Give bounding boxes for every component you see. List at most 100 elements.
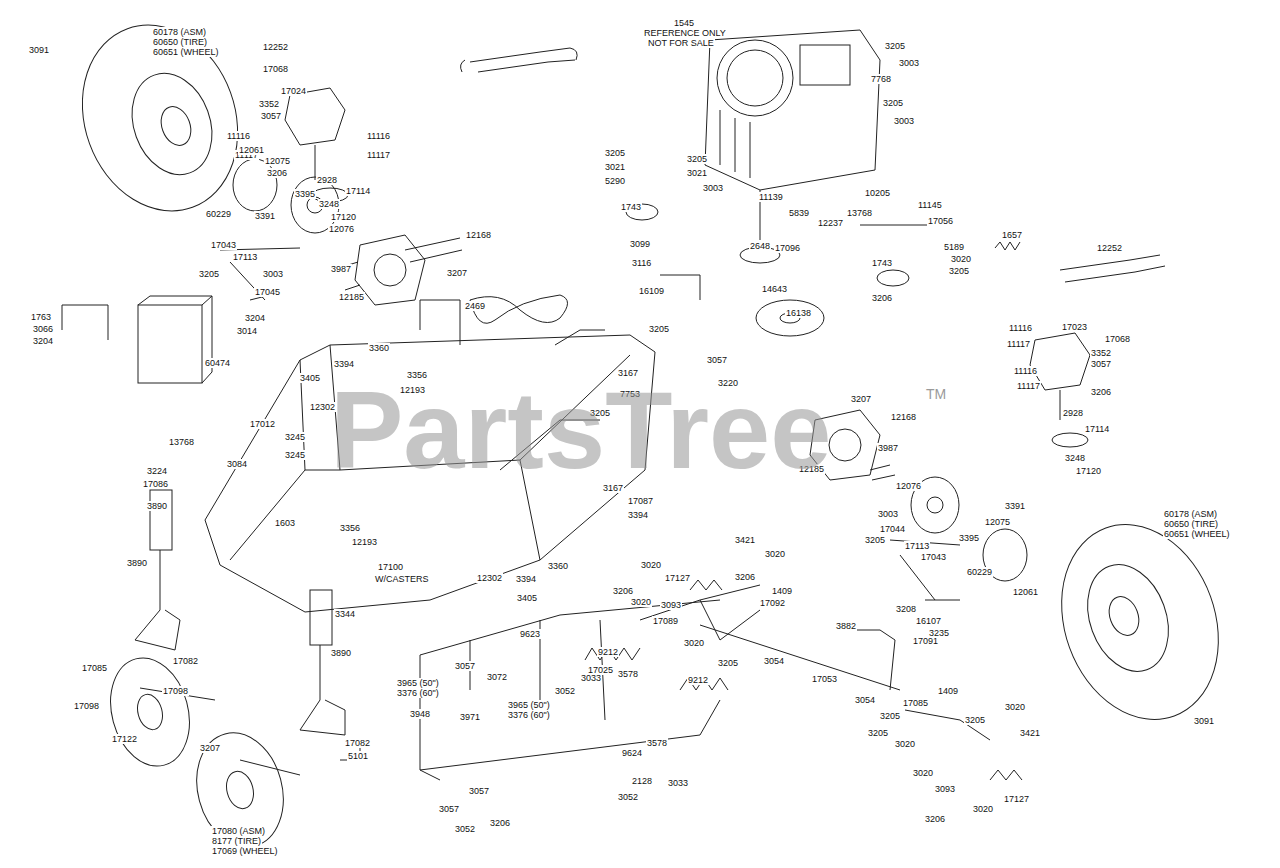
callout-number: 3014	[236, 326, 258, 336]
callout-number: 11116	[366, 131, 391, 141]
callout-number: 17085	[902, 698, 929, 708]
callout-number: 3395	[958, 533, 980, 543]
callout-number: 12193	[351, 537, 378, 547]
callout-number: 8177 (TIRE)	[211, 836, 262, 846]
callout-number: 3394	[515, 574, 537, 584]
callout-number: 17092	[759, 598, 786, 608]
callout-number: 1743	[620, 202, 642, 212]
callout-number: 17127	[664, 573, 691, 583]
callout-number: 17082	[344, 738, 371, 748]
callout-number: 17122	[111, 734, 138, 744]
callout-number: 17087	[627, 496, 654, 506]
callout-number: 3205	[884, 41, 906, 51]
callout-number: 3020	[683, 638, 705, 648]
callout-number: REFERENCE ONLY	[643, 28, 727, 38]
callout-number: 1409	[937, 686, 959, 696]
callout-number: 3204	[244, 313, 266, 323]
callout-number: 1743	[871, 258, 893, 268]
callout-number: 3116	[631, 258, 652, 268]
callout-number: 3344	[334, 609, 356, 619]
callout-number: 3091	[1193, 716, 1215, 726]
callout-number: 3208	[895, 604, 917, 614]
callout-number: 1409	[771, 586, 793, 596]
callout-number: 3207	[199, 743, 221, 753]
callout-number: 1657	[1001, 230, 1023, 240]
callout-number: 11117	[1006, 339, 1031, 349]
callout-number: 17100	[377, 562, 404, 572]
callout-number: 10205	[864, 188, 891, 198]
callout-number: 12075	[264, 156, 291, 166]
callout-number: 12061	[1012, 587, 1039, 597]
callout-number: 17044	[879, 524, 906, 534]
callout-number: 12168	[890, 412, 917, 422]
callout-number: 3394	[333, 359, 355, 369]
callout-number: 17043	[210, 240, 237, 250]
callout-number: 3205	[864, 535, 886, 545]
callout-number: 3395	[294, 189, 316, 199]
callout-number: 3204	[32, 336, 54, 346]
callout-number: 3033	[580, 673, 602, 683]
callout-number: 11145	[917, 200, 943, 210]
callout-number: 1763	[30, 312, 52, 322]
callout-number: 17024	[280, 86, 307, 96]
callout-number: 11139	[758, 192, 784, 202]
callout-number: 5839	[788, 208, 810, 218]
callout-number: 3205	[717, 658, 739, 668]
callout-number: 12237	[817, 218, 844, 228]
callout-number: 17043	[920, 552, 947, 562]
callout-number: 60229	[205, 209, 232, 219]
callout-number: 3948	[409, 709, 431, 719]
callout-number: 3020	[630, 597, 652, 607]
callout-number: 11117	[1016, 381, 1041, 391]
callout-number: 16107	[915, 616, 942, 626]
callout-number: 3099	[629, 239, 651, 249]
callout-number: 3205	[882, 98, 904, 108]
callout-number: 12075	[984, 517, 1011, 527]
callout-number: 12076	[328, 224, 355, 234]
callout-number: 17053	[811, 674, 838, 684]
callout-number: 3033	[667, 778, 689, 788]
callout-number: 17045	[254, 287, 281, 297]
callout-number: W/CASTERS	[374, 574, 430, 584]
callout-number: 60650 (TIRE)	[1163, 519, 1219, 529]
callout-number: 3890	[146, 501, 168, 511]
callout-number: 7768	[870, 74, 892, 84]
callout-number: 17120	[1075, 466, 1102, 476]
callout-number: 11116	[226, 131, 251, 141]
callout-number: 9624	[621, 748, 643, 758]
callout-number: 3890	[126, 558, 148, 568]
callout-number: 3248	[318, 199, 340, 209]
callout-number: 3224	[146, 466, 168, 476]
callout-number: 60651 (WHEEL)	[1163, 529, 1231, 539]
callout-number: 60650 (TIRE)	[152, 37, 208, 47]
callout-number: 17113	[232, 252, 258, 262]
callout-number: 3205	[964, 715, 986, 725]
callout-number: 3020	[1004, 702, 1026, 712]
callout-number: 3020	[972, 804, 994, 814]
callout-number: 3057	[1090, 359, 1112, 369]
callout-number: 3020	[950, 254, 972, 264]
callout-number: 3206	[871, 293, 893, 303]
callout-number: 3057	[468, 786, 490, 796]
callout-number: 60229	[966, 567, 993, 577]
callout-number: 3052	[554, 686, 576, 696]
callout-number: 3052	[617, 792, 639, 802]
callout-number: 3205	[867, 728, 889, 738]
callout-number: 17127	[1003, 794, 1030, 804]
callout-number: 3405	[299, 373, 321, 383]
callout-number: 3882	[835, 621, 857, 631]
callout-number: 60178 (ASM)	[1163, 509, 1218, 519]
callout-number: 17098	[73, 701, 100, 711]
callout-number: 3376 (60")	[396, 688, 440, 698]
callout-number: 17069 (WHEEL)	[211, 846, 279, 856]
callout-number: 3066	[32, 324, 54, 334]
callout-number: 12185	[338, 292, 365, 302]
callout-number: 3057	[454, 661, 476, 671]
callout-number: 13768	[168, 437, 195, 447]
callout-number: 3206	[612, 586, 634, 596]
callout-number: 3578	[646, 738, 668, 748]
callout-number: 3987	[877, 443, 899, 453]
callout-number: 12302	[476, 573, 503, 583]
callout-number: 3206	[489, 818, 511, 828]
callout-number: 3206	[266, 168, 288, 178]
